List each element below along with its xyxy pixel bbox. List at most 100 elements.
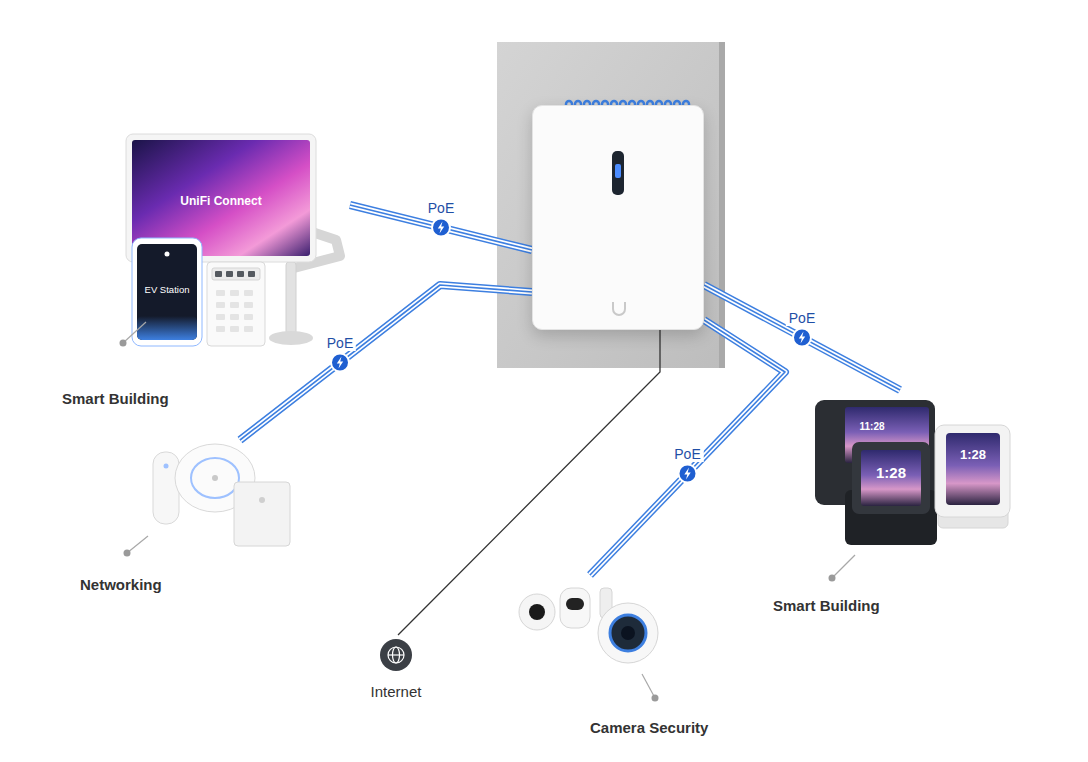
cable-gap: [704, 285, 900, 390]
brand-logo: [613, 302, 625, 315]
device-group: Networking: [75, 440, 300, 600]
dome-camera: [519, 594, 555, 630]
leader-line: [127, 536, 148, 553]
edge-label: PoE: [324, 335, 356, 351]
phone-screen: [946, 433, 1000, 505]
edge-label: PoE: [671, 446, 703, 462]
cable-gap: [240, 285, 532, 440]
ev-logo: [165, 252, 170, 257]
brand-logo: [212, 475, 218, 481]
keypad-key: [244, 314, 253, 320]
wall-edge: [719, 42, 725, 368]
wall-panel: [497, 42, 725, 368]
camera-lens: [529, 604, 545, 620]
device-drawing: [612, 151, 625, 315]
keypad-key: [216, 290, 225, 296]
cable-outer: [704, 285, 900, 390]
power-badge-circle: [793, 329, 811, 347]
globe-equator: [388, 654, 404, 655]
lightning-bolt: [684, 468, 690, 480]
leader-line: [123, 322, 146, 343]
cable-outer: [240, 285, 532, 440]
wall-access-point: [234, 482, 290, 546]
status-ring: [191, 458, 239, 498]
poe-cable: [590, 320, 785, 575]
globe-lines: [388, 647, 404, 663]
cable-gap: [590, 320, 785, 575]
cable-core: [350, 205, 532, 250]
keypad-key: [216, 302, 225, 308]
keypad-key: [216, 314, 225, 320]
lightning-bolt: [799, 332, 805, 344]
leader-line: [642, 674, 655, 698]
gateway-device: [532, 105, 704, 330]
phone-screen: [861, 450, 921, 506]
globe-outline: [388, 647, 404, 663]
group-label: Smart Building: [773, 597, 880, 614]
device-group: Internet: [356, 635, 436, 705]
icon-label: Internet: [371, 683, 422, 700]
access-point-tower: [153, 452, 179, 524]
keypad-key: [230, 290, 239, 296]
device-illustration: [55, 128, 350, 410]
keypad-key: [244, 302, 253, 308]
ev-station: [132, 238, 202, 346]
monitor-base: [269, 331, 313, 345]
status-display: [612, 151, 624, 195]
compact-camera: [560, 588, 590, 628]
globe-icon: [380, 639, 412, 671]
switch-port: [237, 271, 244, 277]
cable-outer: [350, 205, 532, 250]
camera-lens: [566, 598, 584, 610]
keypad-key: [230, 302, 239, 308]
device-group: Smart Building: [55, 128, 350, 410]
power-badge: [331, 354, 349, 372]
leader-line: [832, 555, 855, 578]
poe-cable: [350, 205, 532, 250]
cable-core: [240, 285, 532, 440]
power-badge-circle: [432, 219, 450, 237]
access-panel: [207, 262, 265, 346]
touch-phone: [935, 425, 1010, 517]
monitor-pole: [286, 262, 296, 336]
edge-label: PoE: [786, 310, 818, 326]
camera-lens: [610, 615, 646, 651]
switch-port: [215, 271, 222, 277]
switch-port: [226, 271, 233, 277]
device-group: Smart Building: [770, 390, 1015, 618]
group-label: Camera Security: [590, 719, 708, 736]
brand-logo: [259, 497, 265, 503]
device-illustration: [533, 106, 705, 331]
device-drawing: [815, 400, 1010, 582]
switch-port: [248, 271, 255, 277]
device-group: Camera Security: [510, 575, 740, 740]
desk-phone: [852, 442, 930, 514]
cable-gap: [350, 205, 532, 250]
power-badge: [793, 329, 811, 347]
poe-cable: [704, 285, 900, 390]
keypad-key: [244, 326, 253, 332]
status-light: [615, 164, 621, 178]
bullet-camera: [598, 603, 658, 663]
uplink-line: [398, 330, 660, 635]
device-drawing: [124, 444, 291, 557]
group-label: Networking: [80, 576, 162, 593]
power-badge-circle: [679, 465, 697, 483]
device-illustration: [770, 390, 1015, 618]
leader-dot: [652, 695, 659, 702]
keypad-key: [230, 314, 239, 320]
lightning-bolt: [438, 222, 444, 234]
gateway-face: [612, 151, 625, 315]
camera-lens-core: [621, 626, 635, 640]
cable-outer: [590, 320, 785, 575]
ev-glow: [137, 316, 197, 340]
keypad-key: [244, 290, 253, 296]
device-illustration: [510, 575, 740, 740]
desk-phone: [815, 400, 935, 505]
status-light: [164, 464, 169, 469]
keypad-key: [230, 326, 239, 332]
edge-label: PoE: [425, 200, 457, 216]
cable-core: [590, 320, 785, 575]
